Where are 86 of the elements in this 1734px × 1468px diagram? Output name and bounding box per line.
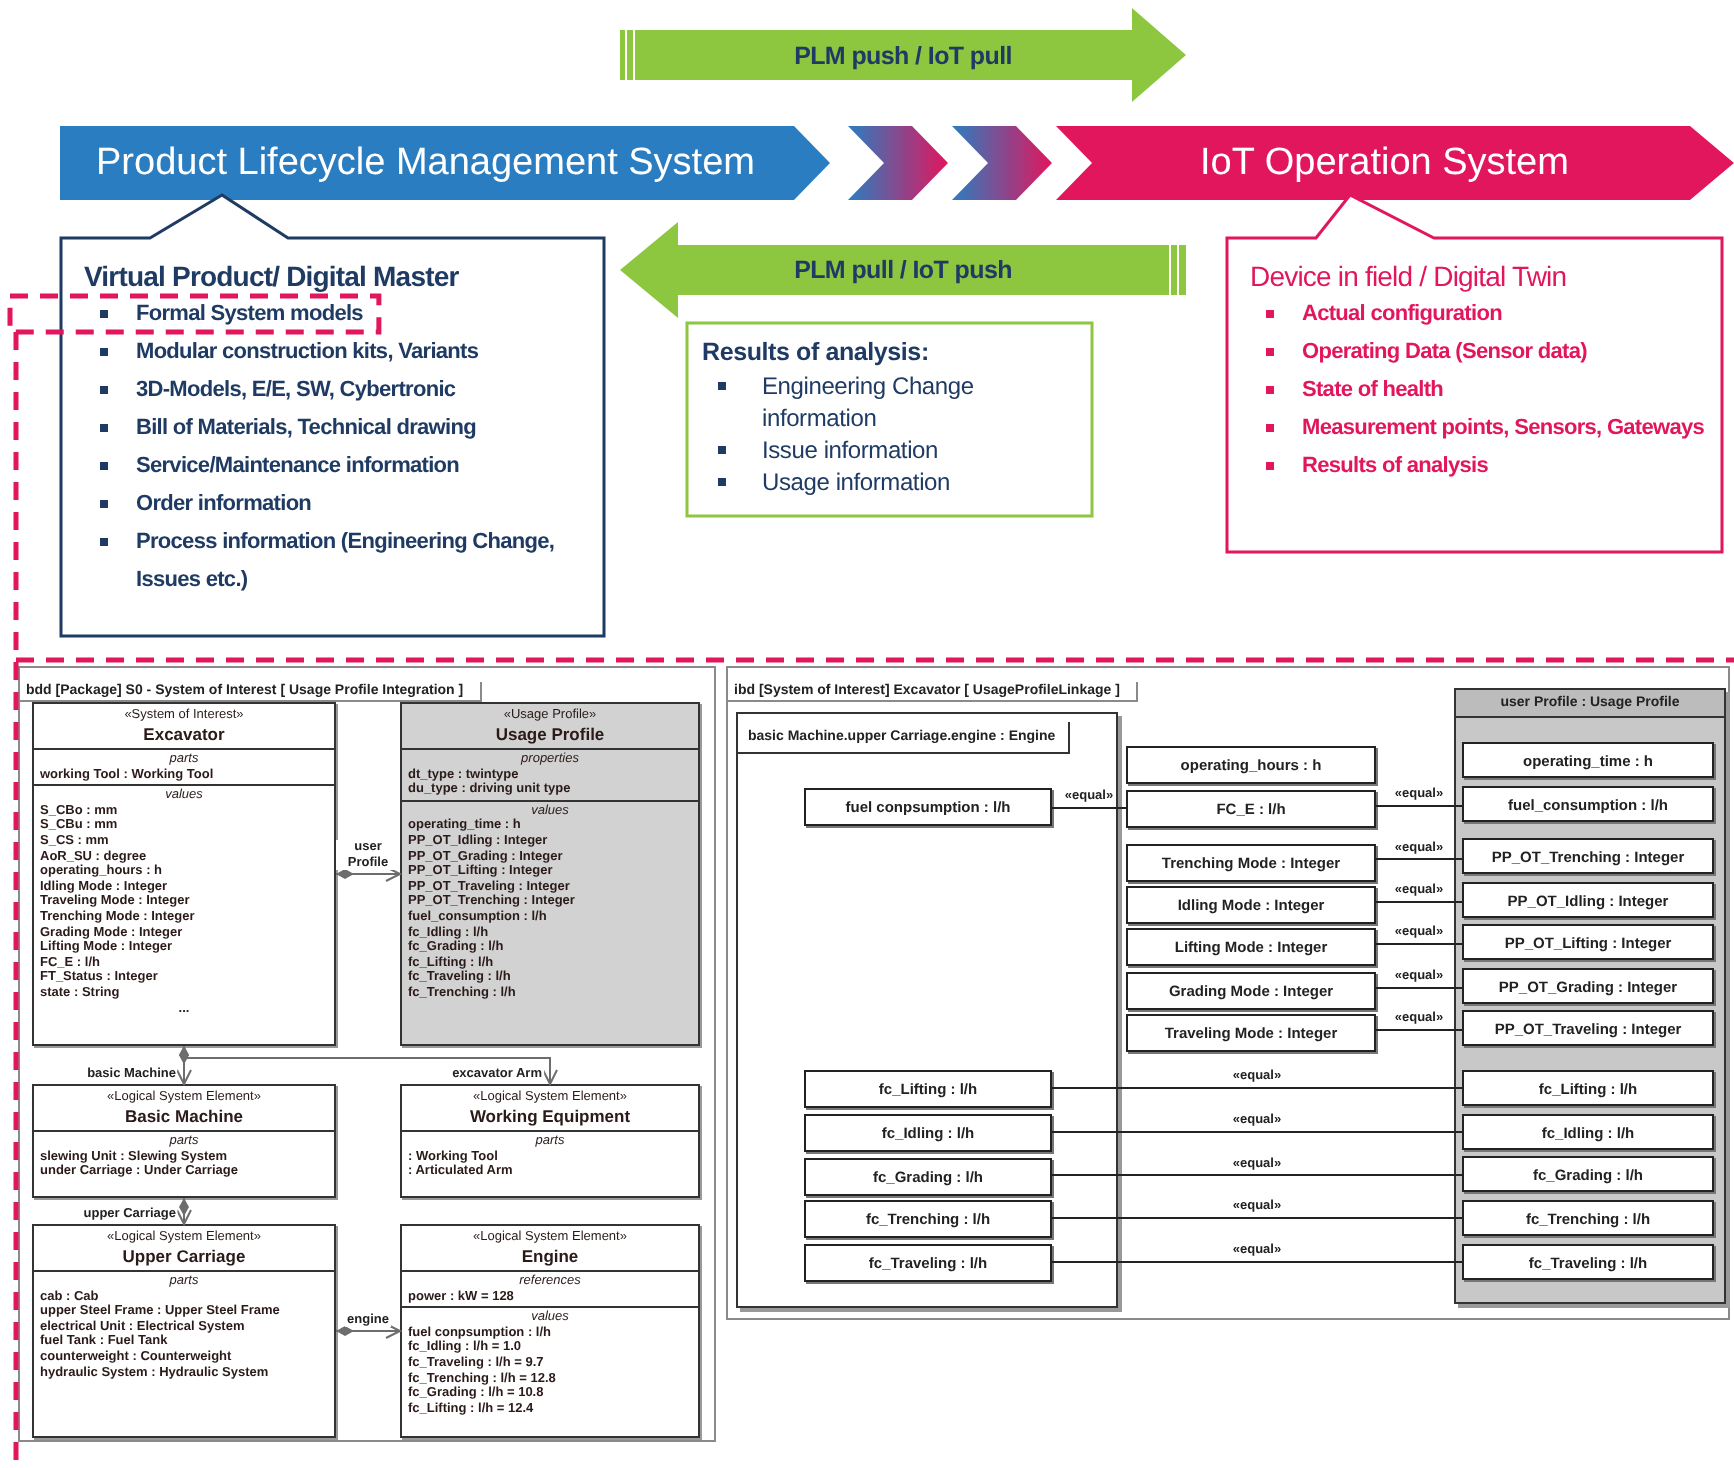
- property-box: [1126, 844, 1376, 882]
- class-block: [400, 1224, 700, 1438]
- property-box: [1126, 886, 1376, 924]
- class-block: [32, 1224, 336, 1438]
- class-block: [32, 1084, 336, 1198]
- bullet-item: 3D-Models, E/E, SW, Cybertronic: [80, 372, 586, 410]
- heading: Results of analysis:: [702, 336, 931, 370]
- property-box: [1126, 790, 1376, 828]
- property-box: [1462, 1156, 1714, 1192]
- block-name: Excavator: [141, 724, 227, 744]
- property-box: [804, 1158, 1052, 1196]
- connector-line: [1375, 805, 1463, 807]
- bullet-item: Operating Data (Sensor data): [1246, 334, 1704, 372]
- property-box: [1462, 1114, 1714, 1150]
- bullet-item: Service/Maintenance information: [80, 448, 586, 486]
- bullet-item: Order information: [80, 486, 586, 524]
- heading: Virtual Product/ Digital Master: [84, 258, 461, 296]
- diagram-frame: [726, 666, 1730, 1320]
- class-block: [32, 702, 336, 1046]
- property-box: [1462, 968, 1714, 1004]
- property-box: [1126, 928, 1376, 966]
- bullet-item: Results of analysis: [1246, 448, 1704, 486]
- bullet-item: Actual configuration: [1246, 296, 1704, 334]
- exchange-banner: [620, 222, 1186, 318]
- callout-box: [686, 322, 1094, 518]
- system-banner: [1056, 126, 1734, 200]
- property-box: [804, 1244, 1052, 1282]
- property-box: [1462, 924, 1714, 960]
- property-box: [804, 1114, 1052, 1152]
- property-box: [1126, 1014, 1376, 1052]
- connector-line: [1051, 1261, 1463, 1263]
- system-banner: [60, 126, 830, 200]
- property-box: [1126, 972, 1376, 1010]
- property-box: [804, 1070, 1052, 1108]
- exchange-banner: [620, 8, 1186, 102]
- bullet-item: Modular construction kits, Variants: [80, 334, 586, 372]
- arrow-label: PLM push / IoT pull: [792, 41, 1014, 69]
- block-name: Upper Carriage: [120, 1246, 248, 1266]
- property-box: [804, 1200, 1052, 1238]
- connector-line: [1051, 807, 1127, 809]
- connector-line: [1375, 943, 1463, 945]
- part-box: [1454, 688, 1726, 1304]
- banner-title: IoT Operation System: [1200, 141, 1569, 185]
- property-box: [1462, 882, 1714, 918]
- bullet-item: Bill of Materials, Technical drawing: [80, 410, 586, 448]
- banner-title: Product Lifecycle Management System: [96, 141, 755, 185]
- connector-line: [1051, 1217, 1463, 1219]
- connector-line: [1051, 1131, 1463, 1133]
- bullet-item: Engineering Change information: [702, 370, 1078, 434]
- property-box: [1462, 742, 1714, 778]
- block-name: Usage Profile: [493, 724, 607, 744]
- property-box: [1126, 746, 1376, 784]
- property-box: [1462, 1244, 1714, 1280]
- connector-line: [1375, 858, 1463, 860]
- property-box: [1462, 1010, 1714, 1046]
- property-box: [1462, 1070, 1714, 1106]
- callout-box: [1226, 194, 1724, 554]
- part-box: [736, 712, 1118, 1308]
- block-name: Working Equipment: [467, 1106, 633, 1126]
- property-box: [1462, 786, 1714, 822]
- diagram-frame: [18, 666, 716, 1442]
- arrow-label: PLM pull / IoT push: [792, 256, 1014, 284]
- connector-line: [1375, 1029, 1463, 1031]
- heading: Device in field / Digital Twin: [1250, 258, 1569, 296]
- bullet-item: State of health: [1246, 372, 1704, 410]
- connector-line: [1375, 987, 1463, 989]
- bullet-item: Usage information: [702, 466, 1078, 498]
- property-box: [1462, 838, 1714, 874]
- connector-line: [1375, 901, 1463, 903]
- connector-line: [1051, 1087, 1463, 1089]
- block-name: Engine: [519, 1246, 581, 1266]
- property-box: [1462, 1200, 1714, 1236]
- property-box: [804, 788, 1052, 826]
- composition-arrow: [176, 1197, 192, 1225]
- class-block: [400, 702, 700, 1046]
- composition-arrow: [335, 866, 401, 882]
- block-name: Basic Machine: [122, 1106, 246, 1126]
- composition-arrow: [335, 1323, 401, 1339]
- composition-arrow: [179, 1045, 558, 1085]
- connector-line: [1051, 1174, 1463, 1176]
- bullet-item: Issue information: [702, 434, 1078, 466]
- callout-box: [60, 194, 606, 638]
- bullet-item: Formal System models: [80, 296, 586, 334]
- bullet-item: Process information (Engineering Change, Issues etc.): [80, 524, 586, 600]
- class-block: [400, 1084, 700, 1198]
- bullet-item: Measurement points, Sensors, Gateways: [1246, 410, 1704, 448]
